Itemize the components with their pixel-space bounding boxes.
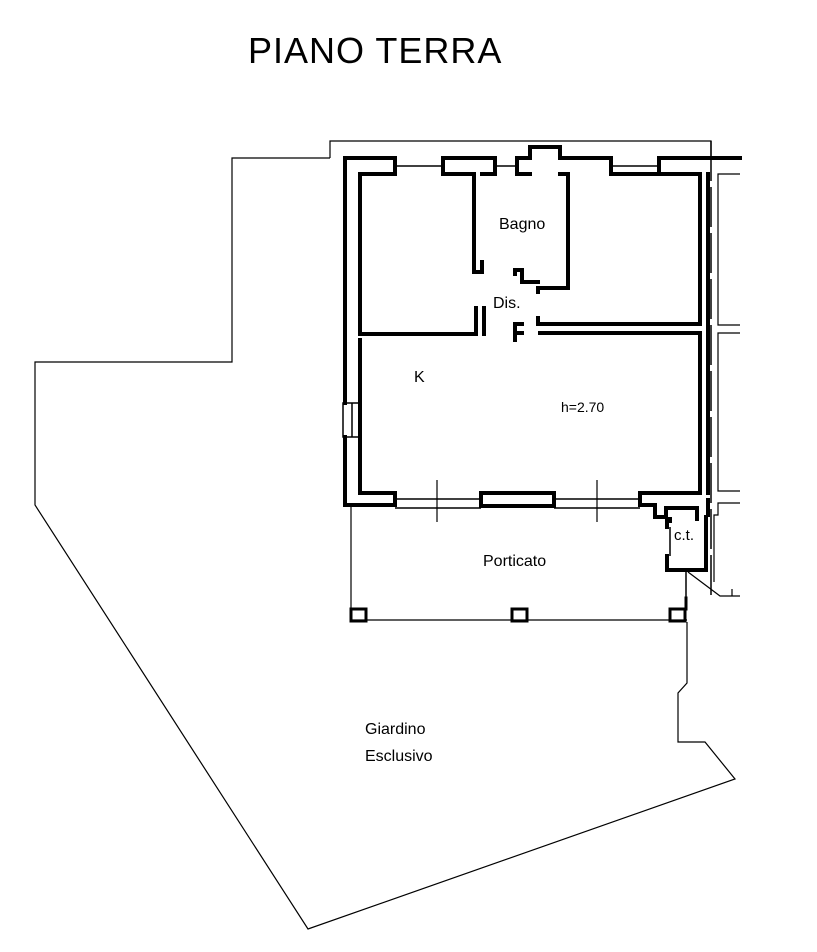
adjacent-building xyxy=(687,141,740,600)
label-bagno: Bagno xyxy=(499,216,545,233)
exterior-walls xyxy=(343,145,742,572)
label-esclusivo: Esclusivo xyxy=(365,748,433,765)
label-porticato: Porticato xyxy=(483,553,546,570)
label-kitchen: K xyxy=(414,369,425,386)
label-disimpegno: Dis. xyxy=(493,295,521,312)
label-centrale-termica: c.t. xyxy=(674,527,694,544)
garden-boundary xyxy=(34,140,737,930)
plan-title: PIANO TERRA xyxy=(248,30,502,71)
label-giardino: Giardino xyxy=(365,721,426,738)
windows xyxy=(342,165,659,522)
porticato-structure xyxy=(349,505,688,623)
label-ceiling-height: h=2.70 xyxy=(561,399,604,415)
